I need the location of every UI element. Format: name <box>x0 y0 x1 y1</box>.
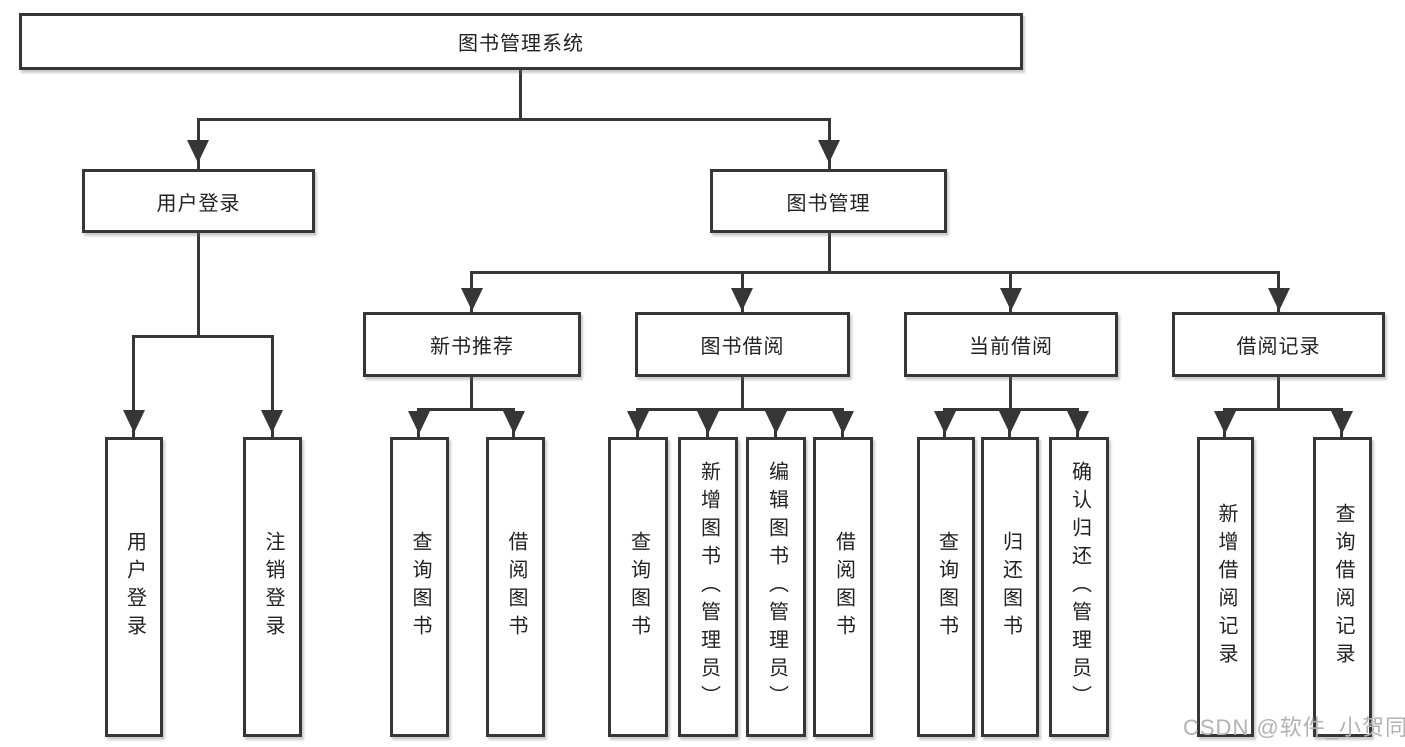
arrow-down-icon <box>627 411 649 434</box>
node-label: 图书管理 <box>786 192 871 215</box>
leaf-label: 用户登录 <box>123 531 146 643</box>
leaf-current-query-books: 查询图书 <box>917 437 975 737</box>
arrow-down-icon <box>999 411 1021 434</box>
arrow-down-icon <box>934 411 956 434</box>
node-label: 图书管理系统 <box>458 33 584 55</box>
connector-line <box>741 377 744 410</box>
connector-line <box>132 335 135 437</box>
node-label: 借阅记录 <box>1236 336 1321 358</box>
leaf-label: 编辑图书（管理员） <box>765 461 788 713</box>
connector-line <box>197 118 831 121</box>
leaf-label: 注销登录 <box>262 531 284 643</box>
leaf-borrowing-borrow-books: 借阅图书 <box>813 437 873 737</box>
connector-line <box>417 408 515 411</box>
node-new-book-recommendation: 新书推荐 <box>363 312 581 377</box>
leaf-label: 归还图书 <box>999 531 1022 643</box>
leaf-label: 查询借阅记录 <box>1332 503 1354 671</box>
node-book-borrowing: 图书借阅 <box>635 312 850 377</box>
leaf-label: 借阅图书 <box>832 531 855 643</box>
leaf-add-book-admin: 新增图书（管理员） <box>678 437 738 737</box>
csdn-watermark: CSDN @软件_小贺同学 <box>1183 715 1405 740</box>
arrow-down-icon <box>461 288 483 311</box>
node-library-management-system: 图书管理系统 <box>19 13 1023 70</box>
arrow-down-icon <box>697 411 719 434</box>
connector-line <box>1009 377 1012 410</box>
arrow-down-icon <box>1268 288 1290 311</box>
connector-line <box>943 408 1079 411</box>
leaf-recommend-query-books: 查询图书 <box>390 437 449 737</box>
node-label: 图书借阅 <box>700 336 785 358</box>
leaf-label: 确认归还（管理员） <box>1068 461 1091 713</box>
arrow-down-icon <box>408 411 430 434</box>
leaf-borrowing-query-books: 查询图书 <box>608 437 668 737</box>
node-user-login: 用户登录 <box>82 169 315 233</box>
connector-line <box>470 377 473 410</box>
connector-line <box>470 271 1280 274</box>
arrow-down-icon <box>261 410 283 433</box>
leaf-logout: 注销登录 <box>243 437 302 737</box>
leaf-label: 借阅图书 <box>505 531 527 643</box>
node-borrowing-records: 借阅记录 <box>1172 312 1385 377</box>
arrow-down-icon <box>187 140 209 163</box>
node-book-management: 图书管理 <box>710 169 947 233</box>
connector-line <box>519 70 522 118</box>
connector-line <box>828 233 831 273</box>
arrow-down-icon <box>818 140 840 163</box>
node-label: 当前借阅 <box>969 336 1053 358</box>
leaf-user-login: 用户登录 <box>105 437 163 737</box>
leaf-confirm-return-admin: 确认归还（管理员） <box>1049 437 1109 737</box>
leaf-edit-book-admin: 编辑图书（管理员） <box>746 437 806 737</box>
leaf-return-books: 归还图书 <box>981 437 1039 737</box>
node-label: 新书推荐 <box>430 336 514 358</box>
connector-line <box>1223 408 1343 411</box>
leaf-label: 查询图书 <box>935 531 958 643</box>
arrow-down-icon <box>1331 411 1353 434</box>
arrow-down-icon <box>1000 288 1022 311</box>
connector-line <box>636 408 844 411</box>
arrow-down-icon <box>123 410 145 433</box>
arrow-down-icon <box>765 411 787 434</box>
connector-line <box>197 233 200 337</box>
leaf-recommend-borrow-books: 借阅图书 <box>486 437 545 737</box>
connector-line <box>132 335 274 338</box>
arrow-down-icon <box>1067 411 1089 434</box>
leaf-add-borrow-record: 新增借阅记录 <box>1197 437 1254 737</box>
leaf-label: 新增图书（管理员） <box>697 461 720 713</box>
node-current-borrowing: 当前借阅 <box>904 312 1118 377</box>
connector-line <box>1277 377 1280 408</box>
leaf-query-borrow-record: 查询借阅记录 <box>1313 437 1372 737</box>
connector-line <box>271 335 274 437</box>
leaf-label: 查询图书 <box>627 531 650 643</box>
leaf-label: 查询图书 <box>409 531 431 643</box>
node-label: 用户登录 <box>156 192 241 215</box>
leaf-label: 新增借阅记录 <box>1215 503 1237 671</box>
arrow-down-icon <box>832 411 854 434</box>
arrow-down-icon <box>731 288 753 311</box>
arrow-down-icon <box>1214 411 1236 434</box>
arrow-down-icon <box>503 411 525 434</box>
